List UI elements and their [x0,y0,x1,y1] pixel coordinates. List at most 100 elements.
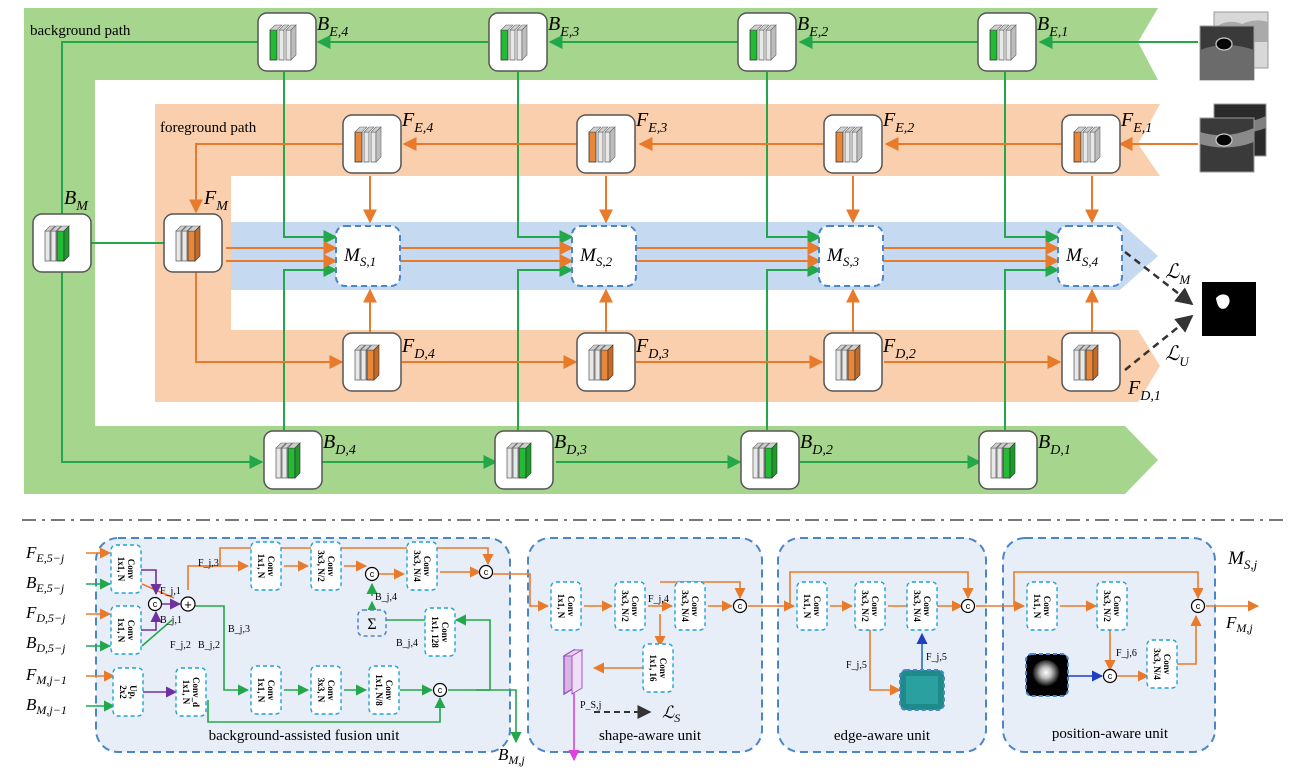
shape-unit-title: shape-aware unit [599,728,702,744]
svg-text:Conv3x3, N/2: Conv3x3, N/2 [1102,590,1122,622]
fg-decoder-label: FD,2 [882,335,916,362]
sum-node: + [180,596,196,612]
conv-block-a2: Conv3x3, N/2 [310,541,342,591]
conv-block-e1: Conv1x1, N [796,581,828,631]
fg-encoder-2 [823,114,883,174]
svg-text:MS,3: MS,3 [826,245,860,269]
conv-block-c2: Conv1x1, N [110,605,142,655]
bottom-orange-arrows [86,547,1260,696]
svg-text:c: c [1108,671,1113,681]
svg-text:P_S,j: P_S,j [580,700,601,711]
svg-text:Conv1x1, N: Conv1x1, N [802,594,822,619]
conv-block-a1: Conv1x1, N [250,541,282,591]
fg-encoder-label: FE,1 [1120,109,1152,136]
conv-block-g4: Conv1x1, 128 [424,607,456,657]
background-path-band [24,8,1158,494]
foreground-path-label: foreground path [160,120,257,136]
fg-decoder-2 [823,332,883,392]
svg-text:B_j,4: B_j,4 [396,638,418,649]
fusion-unit-title: background-assisted fusion unit [209,728,401,744]
conv-block-e2: Conv3x3, N/2 [854,581,886,631]
bg-encoder-e4 [257,12,317,72]
svg-text:B_j,2: B_j,2 [198,640,220,651]
input-labels: FE,5−j BE,5−j FD,5−j BD,5−j FM,j−1 BM,j−… [25,543,67,717]
svg-text:B_j,4: B_j,4 [375,592,397,603]
conv-block-g3: Conv1x1, N/8 [368,665,400,715]
loss-m-label: ℒM [1165,261,1191,287]
svg-text:c: c [438,685,443,695]
feature-labels: F_j,1 B_j,1 F_j,2 B_j,2 F_j,3 B_j,3 B_j,… [160,558,1137,711]
foreground-path-band [155,104,1160,402]
bg-encoder-e2 [737,12,797,72]
edge-unit-panel [777,537,987,753]
svg-text:FM,j−1: FM,j−1 [25,665,67,687]
svg-text:Conv3x3, N/2: Conv3x3, N/2 [316,550,336,582]
svg-text:BE,5−j: BE,5−j [26,573,65,595]
svg-text:BM,j−1: BM,j−1 [26,695,67,717]
svg-text:B_j,3: B_j,3 [228,624,250,635]
conv-block-p2: Conv3x3, N/2 [1096,581,1128,631]
bottom-diagram: background-assisted fusion unit shape-aw… [25,537,1260,767]
svg-text:F_j,5: F_j,5 [846,660,867,671]
input-image-foreground [1199,103,1267,173]
output-b-label: BM,j [498,745,525,767]
svg-text:Conv3x3, N/4: Conv3x3, N/4 [412,550,432,582]
svg-text:Conv1x1, N: Conv1x1, N [116,618,136,643]
svg-text:Conv3x3, N/4: Conv3x3, N/4 [912,590,932,622]
svg-text:FE,5−j: FE,5−j [25,543,65,565]
svg-text:Conv3x3, N/2: Conv3x3, N/2 [620,590,640,622]
fusion-module-1: MS,2 [571,225,637,287]
conv-block-up: Up,2x2 [112,667,144,717]
svg-text:MS,4: MS,4 [1065,245,1099,269]
conv-block-s1: Conv1x1, N [550,581,582,631]
bm-node [32,213,92,273]
bottom-green-arrows [86,578,522,744]
top-diagram: background path foreground path [24,8,1269,494]
bg-encoder-label: BE,2 [797,13,828,40]
fusion-module-0: MS,1 [335,225,401,287]
svg-text:Conv3x3, N/2: Conv3x3, N/2 [860,590,880,622]
svg-text:Conv1x1, N: Conv1x1, N [556,594,576,619]
svg-text:B_j,1: B_j,1 [160,615,182,626]
fg-encoder-1 [576,114,636,174]
fg-encoder-label: FE,2 [882,109,914,136]
conv-block-cd: Conv_d1x1, N [175,667,207,717]
svg-text:Up,2x2: Up,2x2 [118,685,138,699]
svg-text:c: c [1196,601,1201,611]
svg-text:c: c [370,569,375,579]
background-path-label: background path [30,23,131,39]
bg-decoder-label: BD,2 [800,431,833,458]
conv-block-e3: Conv3x3, N/4 [906,581,938,631]
fg-encoder-0 [342,114,402,174]
svg-text:c: c [484,567,489,577]
bg-encoder-e3 [488,12,548,72]
svg-text:+: + [184,597,192,612]
output-f-label: FM,j [1225,613,1253,635]
output-mask-image [1202,282,1256,336]
fusion-module-3: MS,4 [1057,225,1123,287]
bg-decoder-label: BD,1 [1038,431,1071,458]
svg-text:Conv1x1, N: Conv1x1, N [256,554,276,579]
fg-decoder-0 [342,332,402,392]
bm-label: BM [64,187,89,214]
conv-block-p3: Conv3x3, N/4 [1146,639,1178,689]
position-unit-panel [1002,537,1216,753]
input-image-background [1199,11,1269,81]
orange-connections [189,137,1198,369]
svg-text:Conv1x1, N: Conv1x1, N [1032,594,1052,619]
sigmoid-node: Σ [357,609,387,637]
concat-circles [147,564,1206,698]
svg-text:F_j,3: F_j,3 [198,558,219,569]
conv-block-g1: Conv1x1, N [250,665,282,715]
svg-text:F_j,1: F_j,1 [160,586,181,597]
svg-text:MS,2: MS,2 [579,245,613,269]
fg-decoder-label: FD,3 [635,335,669,362]
svg-text:Conv_d1x1, N: Conv_d1x1, N [181,677,201,707]
svg-text:c: c [738,601,743,611]
conv-blocks: Conv1x1, N Conv1x1, N Up,2x2 Conv_d1x1, N Co… [110,541,1178,717]
conv-block-s4: Conv1x1, 16 [642,643,674,693]
fm-label: FM [203,187,229,214]
svg-text:c: c [153,599,158,609]
bottom-purple-arrows [140,569,182,698]
